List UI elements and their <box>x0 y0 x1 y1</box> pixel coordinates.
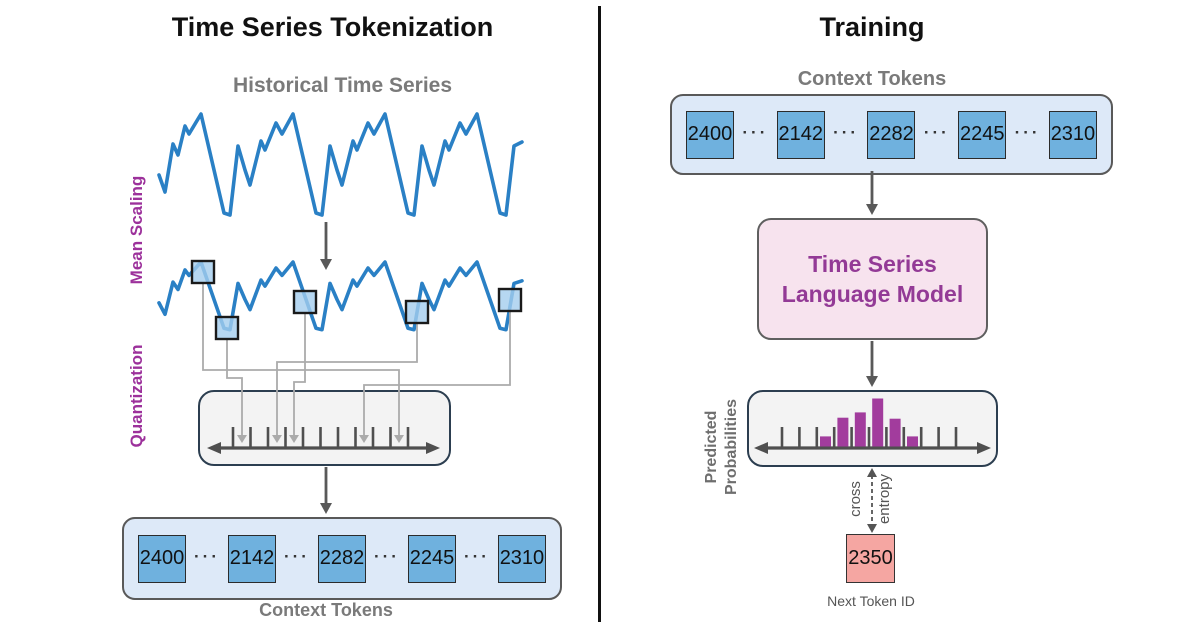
context-tokens-row-right: 2400 ··· 2142 ··· 2282 ··· 2245 ··· 2310 <box>670 94 1113 175</box>
token-cell: 2310 <box>497 534 546 583</box>
scaled-series-line <box>157 260 524 332</box>
ellipsis: ··· <box>283 546 310 566</box>
sample-highlight-box <box>404 299 430 325</box>
right-panel-title: Training <box>819 12 925 42</box>
token-cell: 2400 <box>686 110 734 159</box>
ellipsis: ··· <box>373 546 400 566</box>
ellipsis: ··· <box>194 546 220 566</box>
token-cell: 2245 <box>407 534 456 583</box>
ellipsis: ··· <box>1014 122 1041 142</box>
quantization-box <box>198 390 451 466</box>
token-cell: 2142 <box>227 534 276 583</box>
context-tokens-label-left: Context Tokens <box>259 600 393 620</box>
token-cell: 2282 <box>317 534 366 583</box>
cross-entropy-label-line1: cross <box>847 481 864 517</box>
sample-highlight-box <box>292 289 318 315</box>
context-tokens-label-right: Context Tokens <box>797 68 947 90</box>
cross-entropy-label-line2: entropy <box>876 473 893 525</box>
model-label-line1: Time Series <box>808 251 937 277</box>
mean-scaling-label: Mean Scaling <box>127 175 146 285</box>
next-token-id-label: Next Token ID <box>827 593 915 609</box>
token-cell: 2245 <box>958 110 1007 159</box>
prob-label-line2: Probabilities <box>723 398 740 496</box>
ellipsis: ··· <box>742 122 769 142</box>
context-tokens-row-left: 2400 ··· 2142 ··· 2282 ··· 2245 ··· 2310 <box>122 517 562 600</box>
time-series-language-model-box: Time Series Language Model <box>757 218 988 340</box>
left-panel-title: Time Series Tokenization <box>171 12 494 42</box>
token-cell: 2310 <box>1048 110 1097 159</box>
predicted-probabilities-label: Predicted Probabilities <box>702 382 742 512</box>
token-cell: 2282 <box>867 110 916 159</box>
ellipsis: ··· <box>463 546 490 566</box>
token-cell: 2400 <box>138 534 186 583</box>
panel-divider <box>598 6 601 622</box>
model-label-line2: Language Model <box>781 281 964 307</box>
quantization-label: Quantization <box>127 344 146 448</box>
historical-series-line <box>157 112 524 217</box>
ellipsis: ··· <box>833 122 860 142</box>
ellipsis: ··· <box>923 122 950 142</box>
sample-highlight-box <box>497 287 523 313</box>
sample-highlight-box <box>214 315 240 341</box>
next-token-box: 2350 <box>846 534 895 583</box>
predicted-probabilities-box <box>747 390 998 467</box>
sample-highlight-box <box>190 259 216 285</box>
prob-label-line1: Predicted <box>703 410 720 484</box>
token-cell: 2142 <box>776 110 825 159</box>
historical-time-series-label: Historical Time Series <box>232 74 453 97</box>
